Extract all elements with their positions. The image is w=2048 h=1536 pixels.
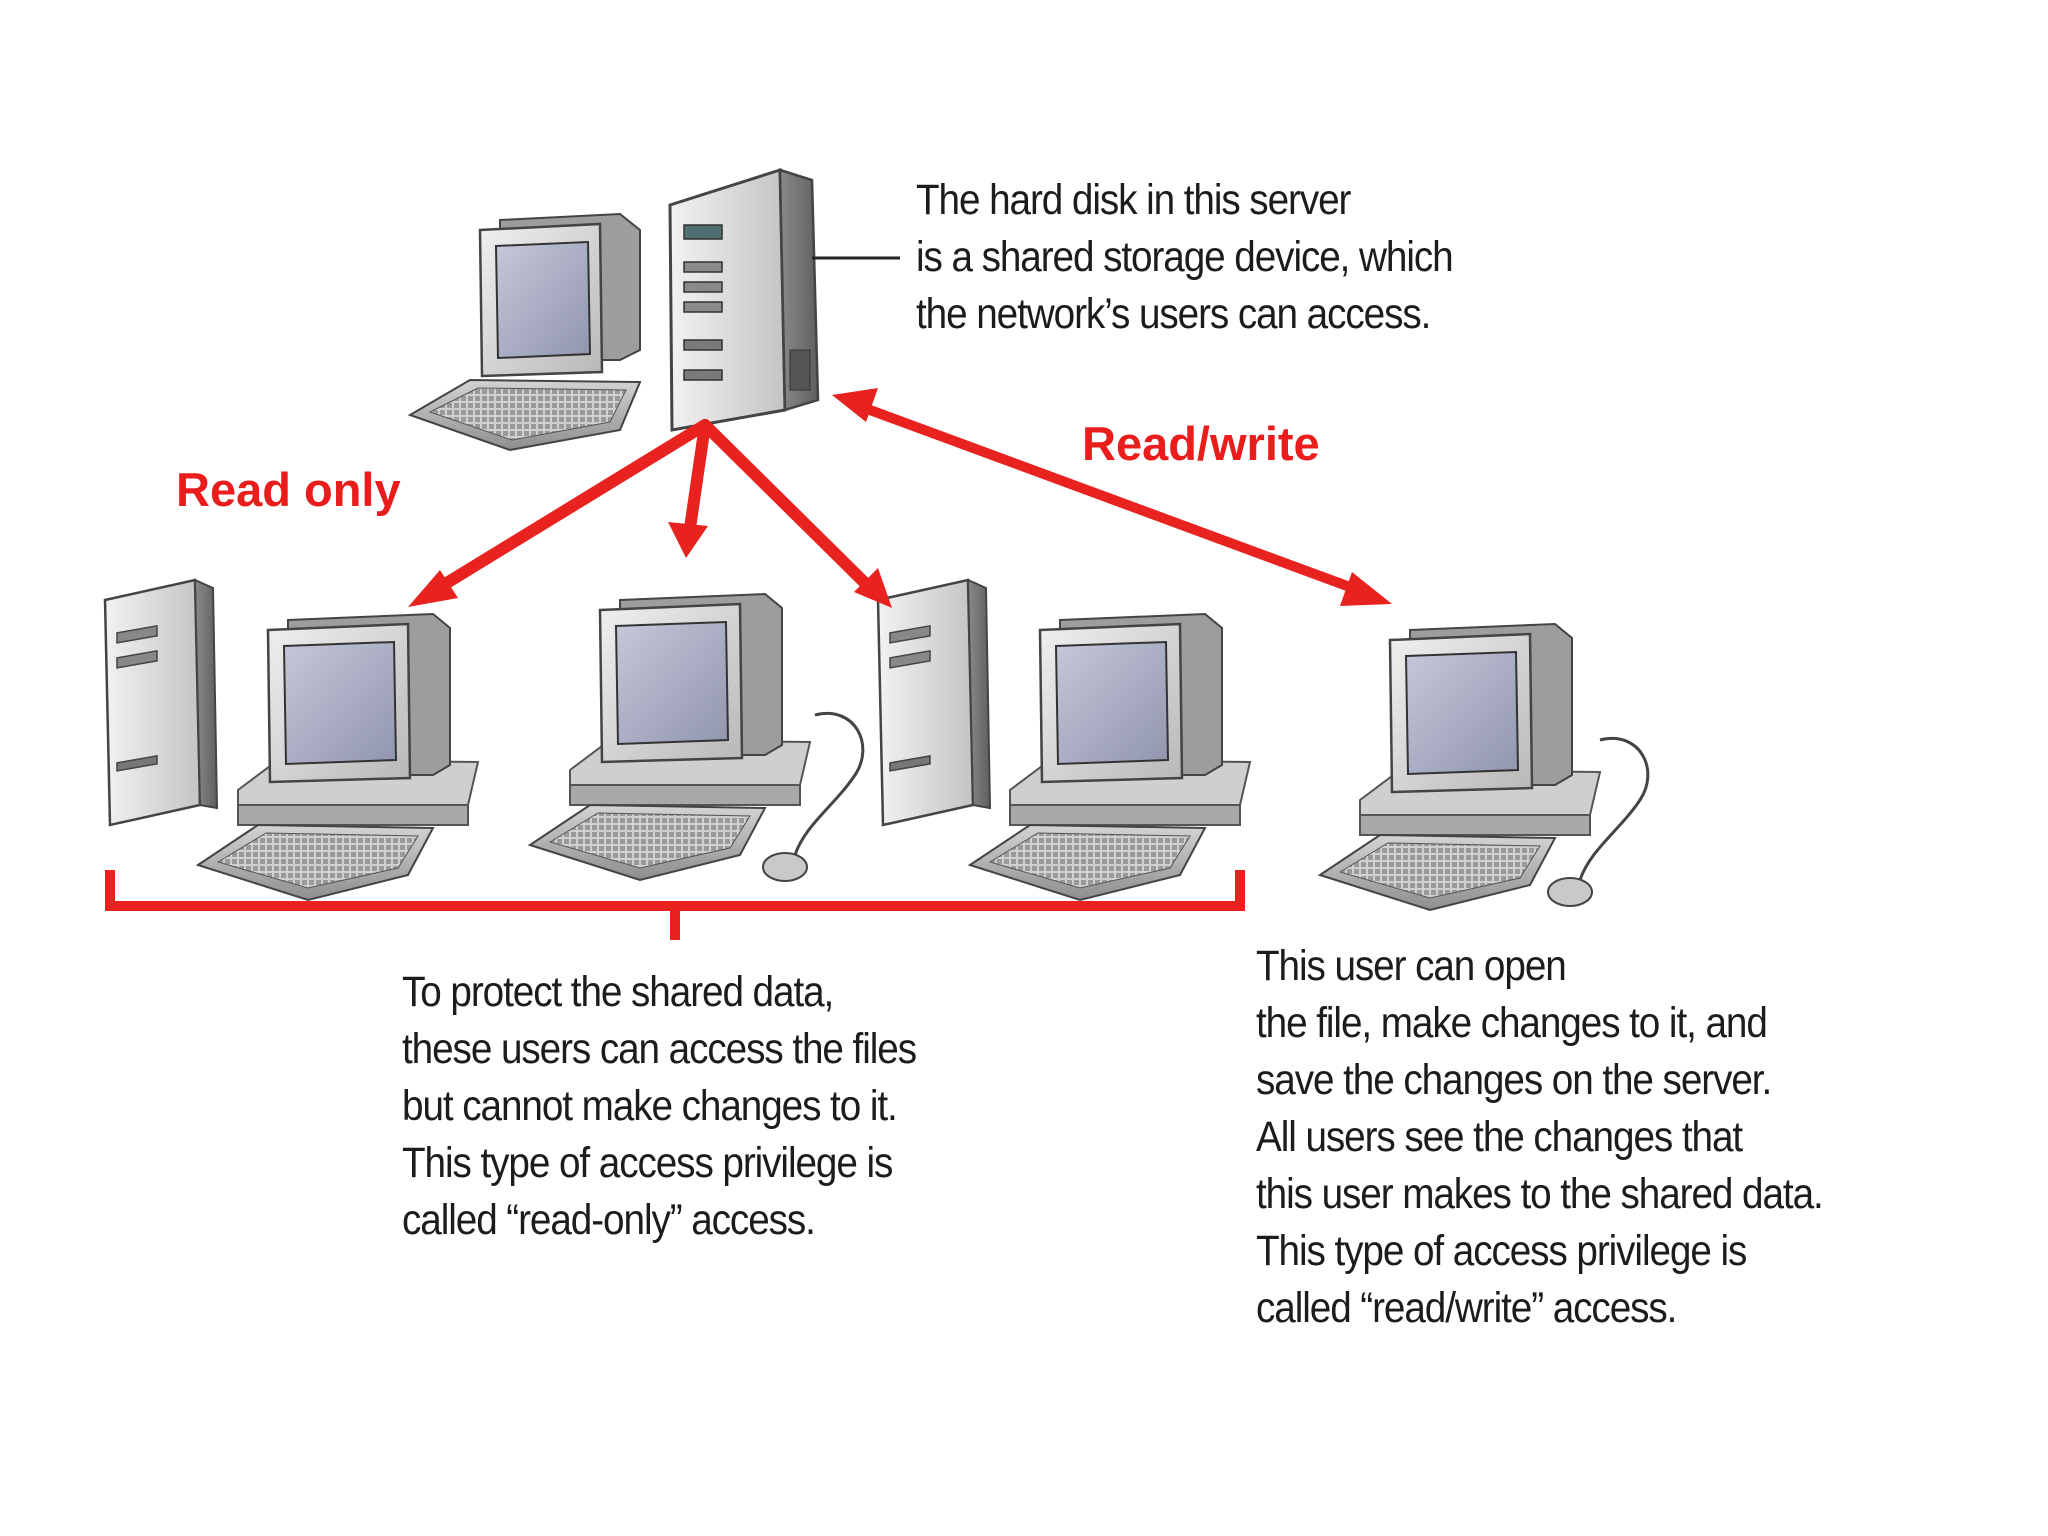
desktop-tower-computer-icon bbox=[103, 578, 480, 902]
callout-line: called “read/write” access. bbox=[1256, 1284, 1677, 1332]
read-write-callout: This user can open the file, make change… bbox=[1256, 938, 1824, 1337]
callout-line: This type of access privilege is bbox=[402, 1139, 893, 1187]
callout-line: All users see the changes that bbox=[1256, 1113, 1743, 1161]
callout-line: This user can open bbox=[1256, 942, 1567, 990]
callout-line: This type of access privilege is bbox=[1256, 1227, 1747, 1275]
callout-line: but cannot make changes to it. bbox=[402, 1082, 898, 1130]
callout-line: the network’s users can access. bbox=[916, 290, 1431, 338]
callout-line: save the changes on the server. bbox=[1256, 1056, 1772, 1104]
desktop-computer-icon bbox=[1318, 622, 1650, 912]
read-only-group-bracket bbox=[105, 870, 1245, 940]
desktop-computer-icon bbox=[528, 592, 865, 883]
callout-line: called “read-only” access. bbox=[402, 1196, 816, 1244]
server-monitor-icon bbox=[407, 212, 642, 452]
callout-line: To protect the shared data, bbox=[402, 968, 834, 1016]
callout-line: these users can access the files bbox=[402, 1025, 917, 1073]
callout-line: The hard disk in this server bbox=[916, 176, 1351, 224]
read-write-arrow bbox=[832, 388, 1392, 606]
callout-line: is a shared storage device, which bbox=[916, 233, 1454, 281]
server-callout: The hard disk in this server is a shared… bbox=[916, 172, 1454, 343]
read-only-callout: To protect the shared data, these users … bbox=[402, 964, 917, 1249]
read-only-arrows bbox=[408, 419, 892, 608]
callout-line: the file, make changes to it, and bbox=[1256, 999, 1768, 1047]
desktop-tower-computer-icon bbox=[876, 578, 1252, 902]
read-write-label: Read/write bbox=[1082, 417, 1320, 470]
read-only-label: Read only bbox=[176, 463, 401, 516]
callout-line: this user makes to the shared data. bbox=[1256, 1170, 1824, 1218]
server-tower-icon bbox=[668, 167, 820, 432]
